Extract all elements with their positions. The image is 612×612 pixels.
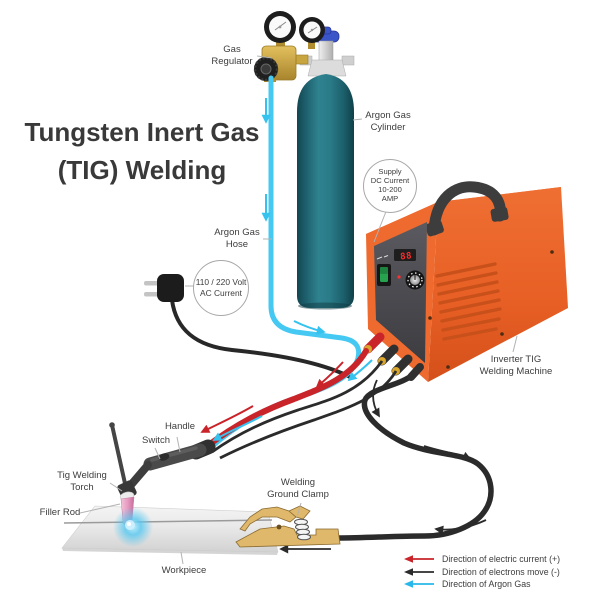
tig-torch [109,422,216,547]
label-argon-gas-hose: Argon Gas Hose [214,227,260,251]
electron-arrow-loop-top [423,445,472,461]
positive-cable [203,348,369,450]
electron-arrow-down [371,379,380,418]
label-inverter-tig: Inverter TIG Welding Machine [479,354,553,378]
legend-item-current: Direction of electric current (+) [404,553,560,566]
legend-arrow-red [404,555,434,564]
power-led [397,275,401,279]
label-handle: Handle [164,421,196,432]
current-arrow-1 [315,361,344,389]
power-cord [144,274,353,380]
legend-arrow-blue [404,580,434,589]
legend-item-electrons: Direction of electrons move (-) [404,566,560,579]
cylinder-body [297,74,354,308]
leader-lines [79,55,518,565]
legend-label-argon: Direction of Argon Gas [442,579,531,590]
legend-item-argon: Direction of Argon Gas [404,578,560,591]
label-tig-welding-torch: Tig Welding Torch [57,470,107,494]
torch-handle [143,443,207,471]
label-welding-ground-clamp: Welding Ground Clamp [267,477,329,501]
weld-seam [63,519,273,524]
clamp-spring [294,518,311,541]
ground-cable [279,371,494,554]
power-plug [144,274,184,302]
page-title: Tungsten Inert Gas (TIG) Welding [24,117,260,185]
legend: Direction of electric current (+) Direct… [404,553,560,591]
argon-arrow-5 [212,415,263,441]
power-switch [377,264,391,286]
machine-handle [425,181,509,237]
label-switch: Switch [142,435,170,446]
callout-supply-text: Supply DC Current 10-200 AMP [370,167,410,203]
argon-arrow-4 [347,359,373,382]
callout-supply-dc-current: Supply DC Current 10-200 AMP [363,159,417,213]
label-argon-gas-cylinder: Argon Gas Cylinder [365,110,411,134]
argon-arrow-3 [293,320,326,335]
connector-4 [407,363,424,381]
torch-neck [126,461,152,490]
torch-switch [158,453,170,461]
amp-display-value: 88 [400,251,413,262]
label-gas-regulator: Gas Regulator [211,44,253,68]
legend-arrow-black [404,567,434,576]
machine-side-face [428,187,568,382]
current-knob [405,270,425,290]
legend-label-electrons: Direction of electrons move (-) [442,566,560,577]
label-filler-rod: Filler Rod [39,507,81,518]
machine-vents [435,262,502,341]
ground-clamp [235,505,341,548]
torch-cable-bundle [203,75,398,460]
output-connectors [363,332,424,381]
regulator-adjust-knob [253,56,279,82]
argon-cylinder [297,26,355,310]
legend-label-current: Direction of electric current (+) [442,554,561,565]
callout-ac-current: 110 / 220 Volt AC Current [193,260,249,316]
welding-machine: 88 [363,181,568,382]
electron-arrow-loop-bottom [434,519,487,535]
callout-ac-text: 110 / 220 Volt AC Current [195,276,247,298]
amp-display [394,249,416,261]
gas-regulator [253,11,325,82]
label-workpiece: Workpiece [161,565,207,576]
clamp-pivot [276,524,282,530]
pressure-gauge-right [299,17,325,43]
torch-back-cap [110,423,128,490]
flow-arrows [200,98,373,441]
current-arrow-2 [200,405,254,433]
pressure-gauge-left [264,11,296,43]
machine-screws [428,250,554,369]
